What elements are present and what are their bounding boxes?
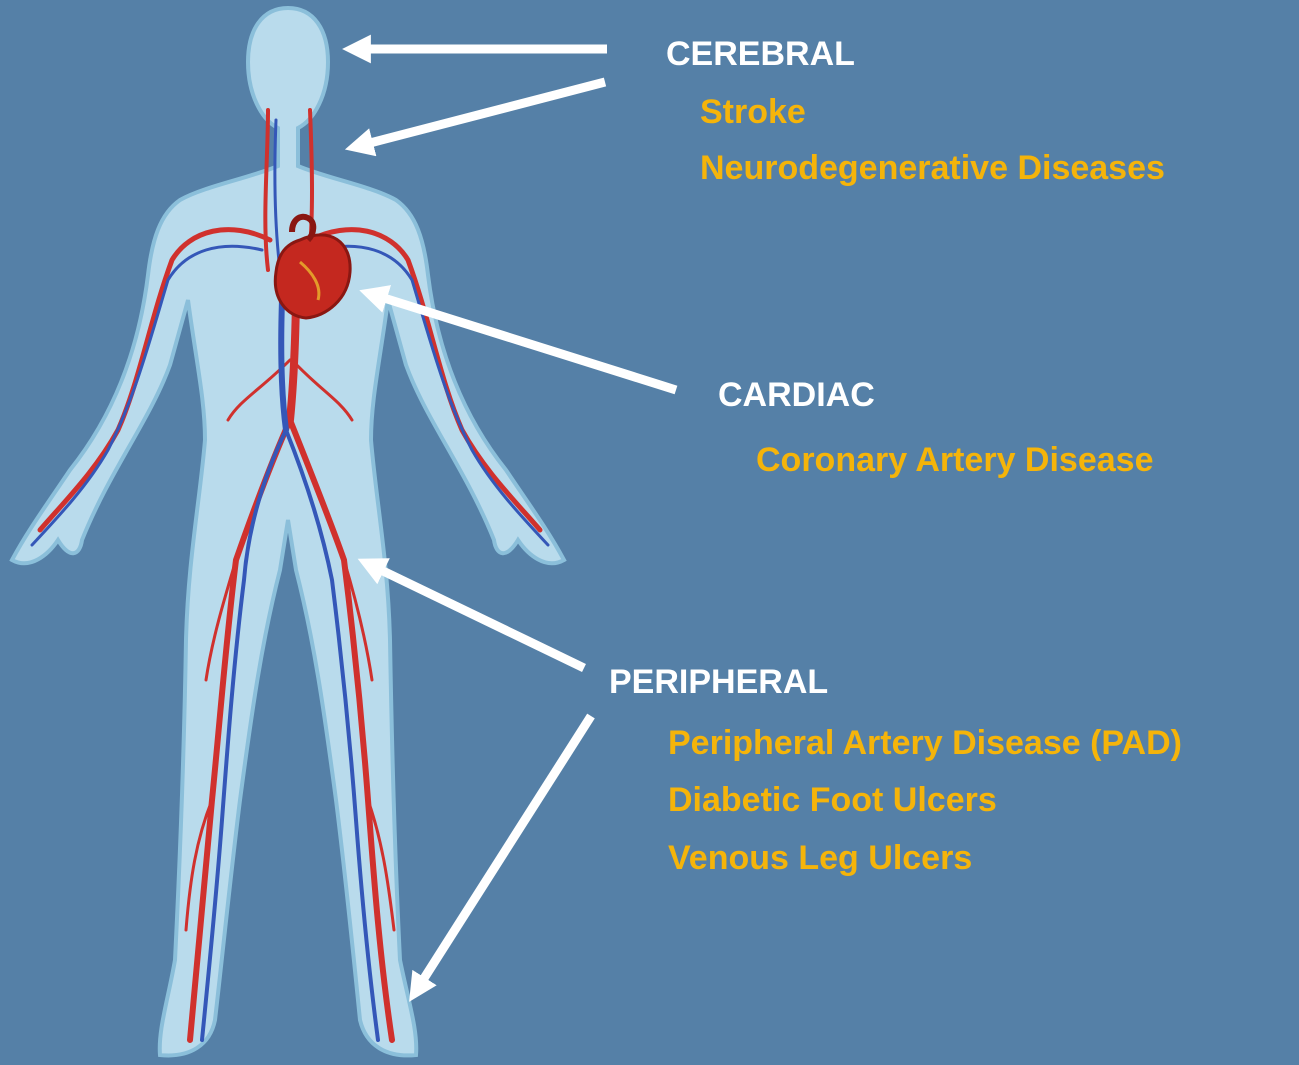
cerebral-item-neurodegenerative: Neurodegenerative Diseases (700, 149, 1165, 188)
cerebral-heading: CEREBRAL (666, 35, 855, 74)
cardiac-heading: CARDIAC (718, 376, 875, 415)
peripheral-item-venous-leg: Venous Leg Ulcers (668, 839, 972, 878)
peripheral-heading: PERIPHERAL (609, 663, 828, 702)
peripheral-item-diabetic-foot: Diabetic Foot Ulcers (668, 781, 997, 820)
cardiac-item-coronary: Coronary Artery Disease (756, 441, 1153, 480)
peripheral-item-pad: Peripheral Artery Disease (PAD) (668, 724, 1182, 763)
cerebral-item-stroke: Stroke (700, 93, 806, 132)
